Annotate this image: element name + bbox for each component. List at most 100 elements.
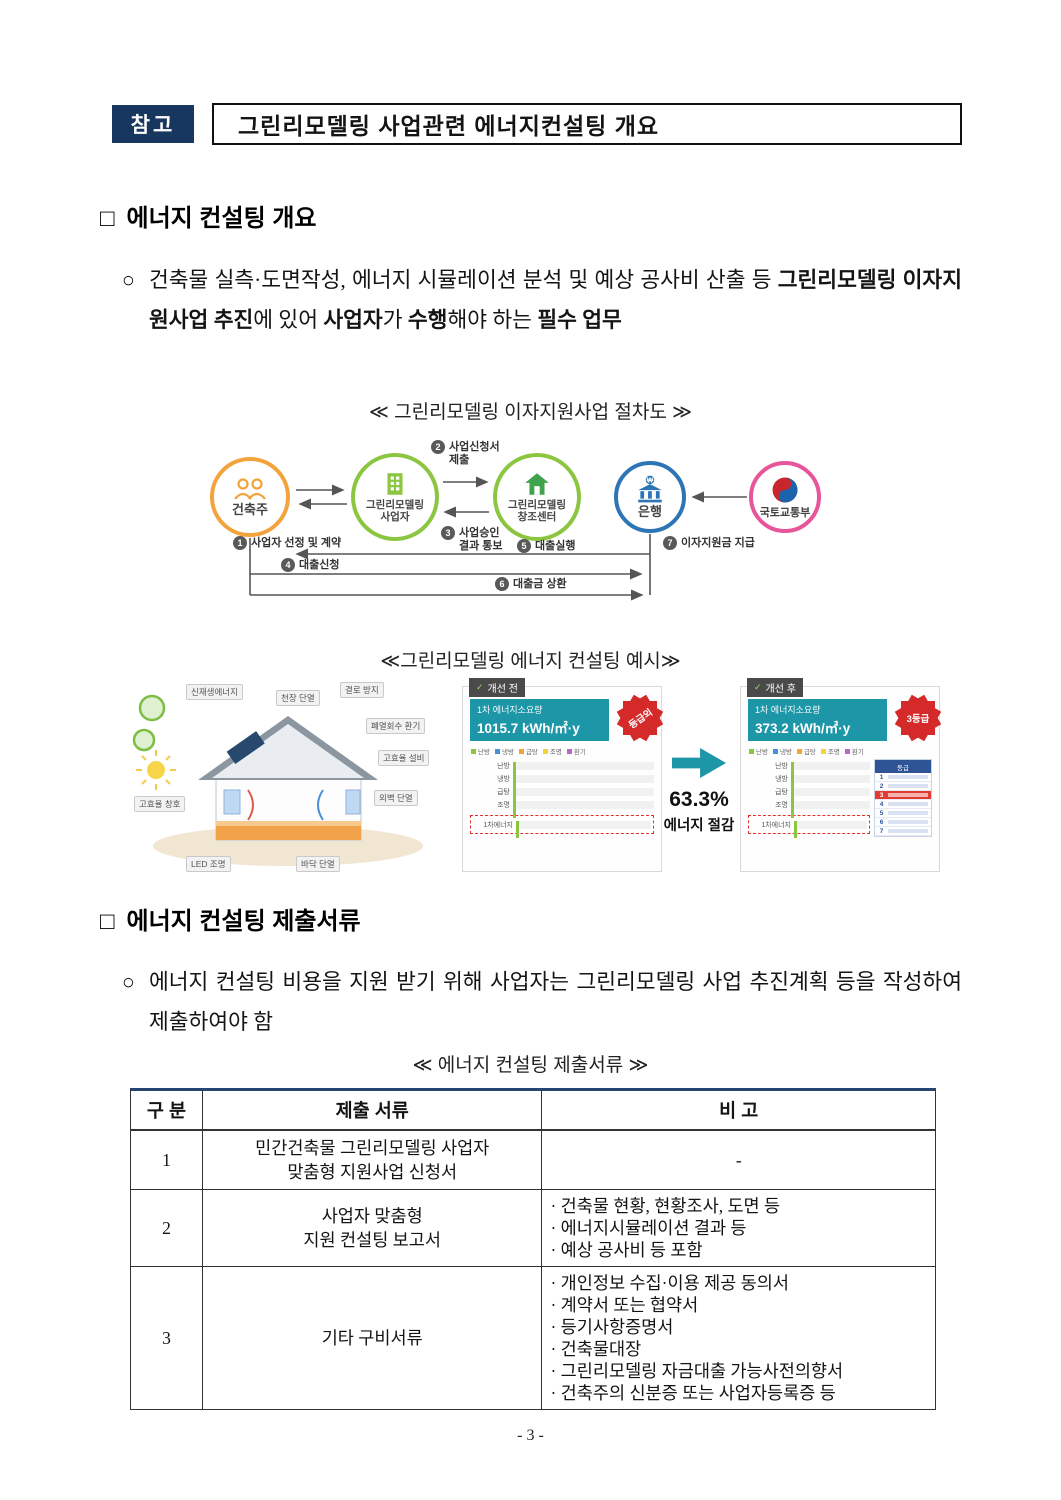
grade-badge: 3등급 — [901, 701, 935, 735]
house-icon — [525, 473, 549, 496]
documents-paragraph-text: 에너지 컨설팅 비용을 지원 받기 위해 사업자는 그린리모델링 사업 추진계획… — [149, 970, 962, 1034]
cell-document-name: 기타 구비서류 — [201, 1266, 543, 1410]
step-number-badge: 5 — [517, 539, 531, 553]
bar — [791, 787, 794, 805]
house-label: 바닥 단열 — [296, 856, 340, 872]
cell-remarks: - — [541, 1129, 936, 1190]
legend-item: 냉방 — [772, 746, 792, 756]
step-label: 사업신청서 제출 — [449, 441, 500, 466]
cell-document-name: 사업자 맞춤형 지원 컨설팅 보고서 — [201, 1189, 543, 1267]
metric-value: 1015.7 kWh/㎡·y — [477, 721, 580, 736]
bar — [794, 820, 797, 838]
node-label: 건축주 — [232, 501, 268, 517]
grade-table-header: 등급 — [875, 760, 931, 773]
house-label: 고효율 설비 — [378, 750, 430, 766]
cool-air-arrow — [317, 789, 324, 821]
section-heading-documents: □ 에너지 컨설팅 제출서류 — [100, 901, 361, 936]
flow-arrows — [249, 476, 747, 601]
remark-item: · 계약서 또는 협약서 — [550, 1295, 699, 1315]
metric-header: 1차 에너지소요량 373.2 kWh/㎡·y — [748, 699, 887, 741]
metric-value: 373.2 kWh/㎡·y — [755, 721, 851, 736]
building-icon — [387, 473, 403, 496]
metric-label: 1차 에너지소요량 — [755, 705, 821, 715]
step-number-badge: 1 — [233, 536, 247, 550]
node-building-owner: 건축주 — [210, 457, 290, 537]
process-step-3: 3 사업승인 결과 통보 — [441, 526, 503, 552]
paragraph-segment: 에 있어 — [253, 308, 324, 332]
house-illustration: 신재생에너지 천장 단열 결로 방지 폐열회수 환기 고효율 설비 외벽 단열 … — [128, 678, 433, 873]
process-flow-diagram: 건축주 그린리모델링 사업자 그린리모델링 창조센터 — [195, 440, 875, 612]
node-bank: ₩ 은행 — [614, 461, 686, 533]
table-row-3: 3 기타 구비서류 · 개인정보 수집·이용 제공 동의서 · 계약서 또는 협… — [130, 1266, 936, 1410]
check-icon: ✓ — [754, 682, 762, 692]
legend-swatch — [796, 748, 802, 754]
house-cross-section — [132, 694, 423, 866]
process-step-4: 4 대출신청 — [281, 558, 339, 572]
sun-icon — [136, 750, 176, 790]
step-label: 사업자 선정 및 계약 — [251, 537, 342, 549]
paragraph-segment: 해야 하는 — [447, 308, 538, 332]
paragraph-segment: 건축물 실측·도면작성, 에너지 시뮬레이션 분석 및 예상 공사비 산출 등 — [149, 268, 778, 292]
legend-swatch — [542, 748, 548, 754]
legend-swatch — [844, 748, 850, 754]
house-label: 폐열회수 환기 — [366, 718, 426, 734]
energy-comparison: ✓ 개선 전 1차 에너지소요량 1015.7 kWh/㎡·y 등급외 난방 냉… — [462, 676, 947, 878]
remark-item: · 건축주의 신분증 또는 사업자등록증 등 — [550, 1383, 836, 1403]
legend-item: 급탕 — [796, 746, 816, 756]
remark-item: · 에너지시뮬레이션 결과 등 — [550, 1218, 747, 1238]
step-label: 이자지원금 지급 — [681, 537, 755, 549]
circle-bullet: ○ — [122, 970, 135, 994]
highlighted-grade-row: 3 — [875, 791, 931, 800]
photo-callout — [138, 694, 166, 722]
legend-item: 난방 — [471, 746, 490, 756]
legend-swatch — [518, 748, 524, 754]
remark-item: · 등기사항증명서 — [550, 1317, 674, 1337]
energy-bars-after: 난방 냉방 급탕 조명 1차에너지 — [748, 759, 870, 838]
legend-item: 환기 — [844, 746, 864, 756]
remark-item: · 건축물 현황, 현황조사, 도면 등 — [550, 1196, 781, 1216]
page-number: - 3 - — [517, 1427, 544, 1444]
cell-row-number: 3 — [130, 1266, 203, 1410]
metric-header: 1차 에너지소요량 1015.7 kWh/㎡·y — [470, 699, 609, 741]
bar — [791, 761, 794, 779]
house-label: 천장 단열 — [276, 690, 320, 706]
cell-document-name: 민간건축물 그린리모델링 사업자 맞춤형 지원사업 신청서 — [201, 1129, 543, 1190]
energy-saving: 63.3% 에너지 절감 — [656, 788, 742, 835]
remark-item: · 건축물대장 — [550, 1339, 642, 1359]
legend-item: 냉방 — [494, 746, 514, 756]
solar-panel — [226, 731, 265, 765]
column-header-remarks: 비 고 — [541, 1089, 936, 1131]
node-remodeling-company: 그린리모델링 사업자 — [351, 453, 439, 541]
node-label: 그린리모델링 사업자 — [366, 499, 424, 523]
tag-label: 개선 전 — [487, 684, 518, 695]
house-label: 외벽 단열 — [374, 790, 418, 806]
legend-item: 조명 — [820, 746, 840, 756]
column-header-documents: 제출 서류 — [201, 1089, 543, 1131]
remark-item: · 예상 공사비 등 포함 — [550, 1240, 703, 1260]
saving-label: 에너지 절감 — [663, 818, 735, 834]
process-step-2: 2 사업신청서 제출 — [431, 440, 500, 466]
warm-air-arrow — [247, 789, 254, 821]
circle-bullet: ○ — [122, 268, 135, 292]
paragraph-segment: 가 — [382, 308, 408, 332]
table-row-2: 2 사업자 맞춤형 지원 컨설팅 보고서 · 건축물 현황, 현황조사, 도면 … — [130, 1189, 936, 1267]
step-number-badge: 3 — [441, 526, 455, 540]
cell-row-number: 2 — [130, 1189, 203, 1267]
step-label: 대출실행 — [535, 540, 576, 552]
svg-text:₩: ₩ — [647, 477, 654, 484]
step-number-badge: 4 — [281, 558, 295, 572]
paragraph-segment-bold: 필수 업무 — [537, 308, 622, 332]
table-header-row: 구 분 제출 서류 비 고 — [130, 1089, 936, 1131]
column-header-category: 구 분 — [130, 1089, 203, 1131]
step-number-badge: 2 — [431, 440, 445, 454]
legend-item: 조명 — [542, 746, 562, 756]
section-heading-text: 에너지 컨설팅 개요 — [126, 205, 317, 232]
page-title: 그린리모델링 사업관련 에너지컨설팅 개요 — [212, 103, 962, 145]
bar — [513, 761, 516, 779]
legend-item: 급탕 — [518, 746, 538, 756]
energy-bars-before: 난방 냉방 급탕 조명 1차에너지 — [470, 759, 654, 838]
check-icon: ✓ — [476, 682, 484, 692]
cell-row-number: 1 — [130, 1129, 203, 1190]
process-step-7: 7 이자지원금 지급 — [663, 536, 755, 550]
photo-callout — [132, 728, 156, 752]
